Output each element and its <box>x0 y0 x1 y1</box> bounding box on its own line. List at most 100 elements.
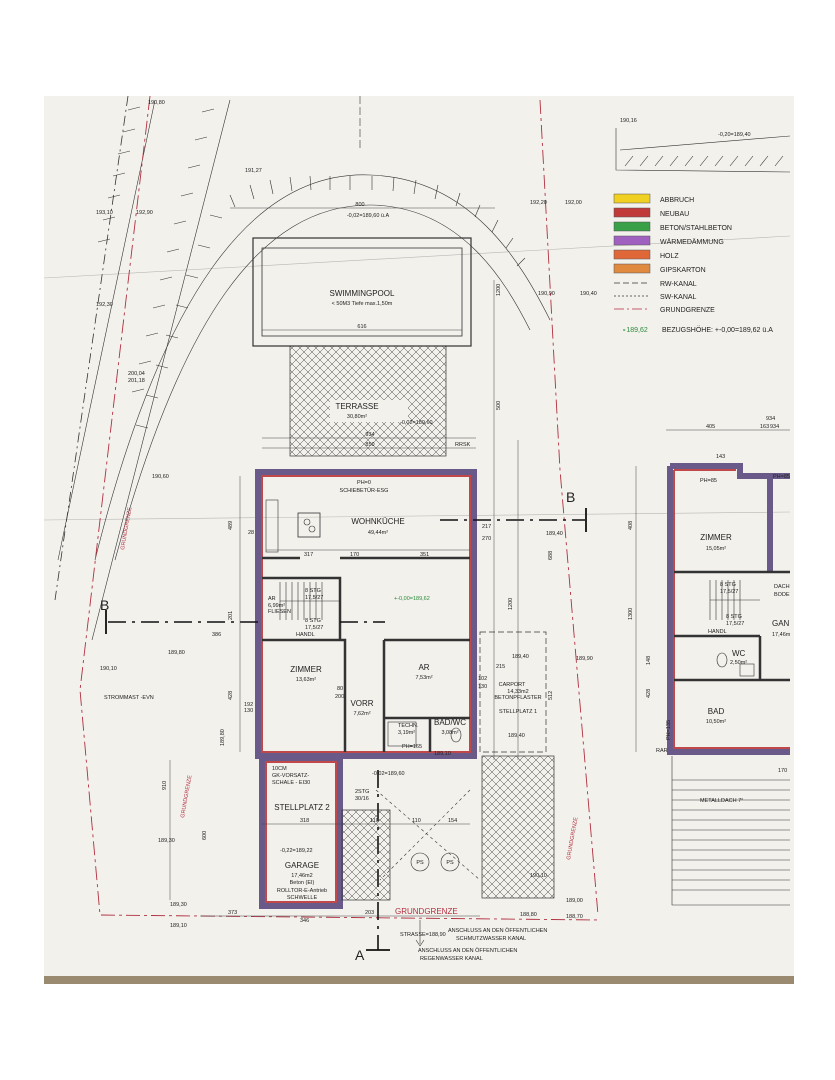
dim-163: 163 <box>760 424 769 430</box>
room-hall: VORR <box>350 699 373 708</box>
section-line-b <box>108 519 585 623</box>
boundary-label-south: GRUNDGRENZE <box>395 907 458 916</box>
parking-2: STELLPLATZ 2 <box>274 803 330 812</box>
stair-1-ratio: 17,5/27 <box>305 595 323 601</box>
floor-label: BODE <box>774 592 790 598</box>
room-garage: GARAGE <box>285 861 319 870</box>
ph85-right: PH=85 <box>773 474 790 480</box>
ps-right: PS <box>446 860 454 866</box>
origin-level: +-0,00=189,62 <box>394 596 430 602</box>
dim-110b: 110 <box>412 818 421 824</box>
sheet-edge <box>44 976 794 984</box>
dim-28: 28 <box>248 530 254 536</box>
dim-428: 428 <box>228 691 234 700</box>
sewer-connection-2: SCHMUTZWASSER KANAL <box>456 936 526 942</box>
dim-130: 130 <box>244 708 253 714</box>
legend-swatch-abbruch <box>613 193 651 204</box>
dim-130b: 130 <box>478 684 487 690</box>
vorsatz-line3: SCHALE - EI30 <box>272 780 310 786</box>
terrace-top-level: -0,02=189,60 ü.A <box>347 213 390 219</box>
stair-3-ratio: 30/16 <box>355 796 369 802</box>
ph165-label: PH=165 <box>402 744 422 750</box>
handrail-label: HANDL <box>296 632 315 638</box>
level-189-00: 189,00 <box>566 898 583 904</box>
legend-sw-kanal: SW-KANAL <box>660 294 697 301</box>
level-189-40: 189,40 <box>546 531 563 537</box>
stair-1: 8 STG <box>305 588 321 594</box>
level-189-90: 189,90 <box>576 656 593 662</box>
dim-192: 192 <box>244 702 253 708</box>
terrace-level: -0,02=189,60 <box>400 420 433 426</box>
terrace: TERRASSE 30,80m² -0,02=189,60 <box>289 345 447 457</box>
level-190-16: 190,16 <box>620 118 637 124</box>
room-technical-area: 3,19m² <box>398 730 415 736</box>
property-boundary <box>79 95 601 921</box>
dim-850: 850 <box>365 442 374 448</box>
garage-level: -0,22=189,22 <box>280 848 313 854</box>
dim-102: 102 <box>478 676 487 682</box>
handrail-label-2: HANDL <box>708 629 727 635</box>
legend-label-waermedaemmung: WÄRMEDÄMMUNG <box>660 238 724 246</box>
level-192-20: 192,20 <box>530 200 547 206</box>
stair-2-ratio: 17,5/27 <box>305 625 323 631</box>
power-pole-label: STROMMAST -EVN <box>104 695 154 701</box>
main-house <box>255 469 477 759</box>
dim-203: 203 <box>365 910 374 916</box>
swimming-pool: SWIMMINGPOOL < 50M3 Tiefe max.1,50m 616 <box>252 237 472 347</box>
room-bedroom-1: ZIMMER <box>290 665 322 674</box>
level-189-40c: 189,40 <box>508 733 525 739</box>
pool-subtitle: < 50M3 Tiefe max.1,50m <box>332 301 393 307</box>
ps-left: PS <box>416 860 424 866</box>
dim-143: 143 <box>716 454 725 460</box>
threshold-label: SCHWELLE <box>287 895 318 901</box>
room-bath-1: BAD/WC <box>434 718 466 727</box>
room-living-kitchen-area: 49,44m² <box>368 530 388 536</box>
legend-swatch-waermedaemmung <box>613 235 651 246</box>
dim-154: 154 <box>448 818 457 824</box>
metal-roof-label: METALLDACH 7° <box>700 798 743 804</box>
room-storage-1-area: 6,99m² <box>268 603 285 609</box>
level-192-00: 192,00 <box>565 200 582 206</box>
room-wc-area: 2,50m² <box>730 660 747 666</box>
dim-pool-width: 800 <box>355 202 364 208</box>
room-corridor: GAN <box>772 619 790 628</box>
ph135-label: PH=135 <box>666 720 672 740</box>
room-storage-1: AR <box>268 596 276 602</box>
level-190-60: 190,60 <box>152 474 169 480</box>
dim-148: 148 <box>646 656 652 665</box>
dim-408: 408 <box>628 521 634 530</box>
dim-428b: 428 <box>646 689 652 698</box>
sewer-connection-1: ANSCHLUSS AN DEN ÖFFENTLICHEN <box>448 927 547 934</box>
level-189-80b: 189,80 <box>220 729 226 746</box>
dim-170b: 170 <box>778 768 787 774</box>
garage-block: PS PS <box>259 755 460 909</box>
level-189-10: 189,10 <box>170 923 187 929</box>
rainwater-connection-2: REGENWASSER KANAL <box>420 956 483 962</box>
level-192-30: 192,30 <box>96 302 113 308</box>
rrsk-label-top: RRSK <box>455 442 471 448</box>
level-191-27: 191,27 <box>245 168 262 174</box>
dim-110: 110 <box>370 818 379 824</box>
slope-embankment <box>57 96 361 641</box>
legend-label-beton: BETON/STAHLBETON <box>660 225 732 232</box>
room-bedroom-2-area: 15,05m² <box>706 546 726 552</box>
level-markers: 190,80 191,27 193,10 192,90 192,30 200,0… <box>96 100 751 929</box>
level-189-10b: 189,10 <box>434 751 451 757</box>
room-corridor-area: 17,46m <box>772 632 791 638</box>
legend-label-gipskarton: GIPSKARTON <box>660 267 706 274</box>
level-190-10b: 190,10 <box>530 873 547 879</box>
terrace-area: 30,80m² <box>347 414 367 420</box>
door-width-80: 80 <box>337 686 343 692</box>
terrace-label: TERRASSE <box>335 402 378 411</box>
dim-910: 910 <box>162 781 168 790</box>
section-a: A <box>355 947 365 963</box>
section-b-left: B <box>100 597 109 613</box>
stair-5: 8 STG <box>726 614 742 620</box>
dim-351: 351 <box>420 552 429 558</box>
rar-label: RAR <box>656 748 668 754</box>
dim-489: 489 <box>228 521 234 530</box>
dim-1300: 1300 <box>628 608 634 620</box>
upper-floor-building: 405 934 934 408 1300 148 428 143 163 PH=… <box>628 416 791 906</box>
level-188-80: 188,80 <box>520 912 537 918</box>
dim-270: 270 <box>482 536 491 542</box>
